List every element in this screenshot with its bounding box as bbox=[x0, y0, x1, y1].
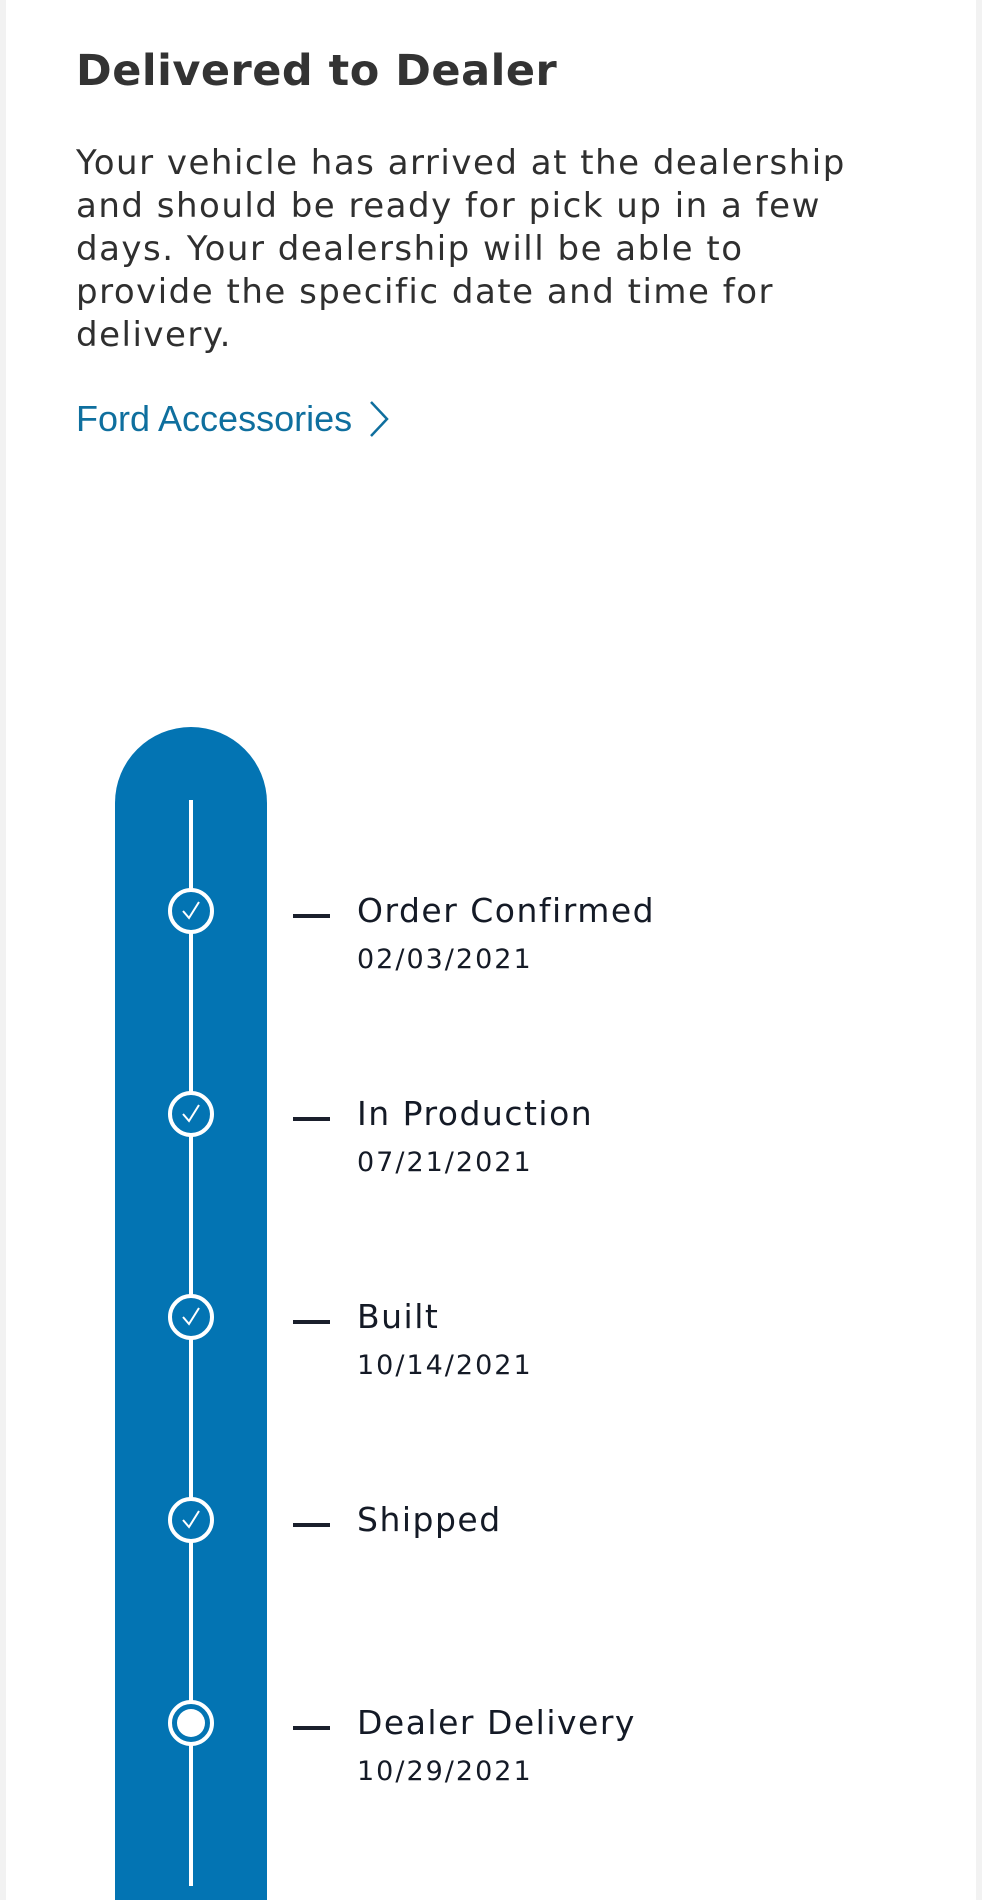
step-date-dealer-delivery: 10/29/2021 bbox=[357, 1756, 533, 1787]
progress-tracker-line bbox=[189, 800, 193, 1886]
check-circle-icon bbox=[168, 888, 214, 934]
order-status-page: Delivered to Dealer Your vehicle has arr… bbox=[6, 0, 976, 1900]
step-dash bbox=[293, 1523, 330, 1527]
ford-accessories-link[interactable]: Ford Accessories bbox=[76, 398, 390, 440]
step-label-in-production: In Production bbox=[357, 1094, 594, 1133]
step-dash bbox=[293, 1726, 330, 1730]
step-label-dealer-delivery: Dealer Delivery bbox=[357, 1703, 636, 1742]
current-step-icon bbox=[168, 1700, 214, 1746]
chevron-right-icon bbox=[370, 401, 389, 437]
step-label-order-confirmed: Order Confirmed bbox=[357, 891, 656, 930]
check-circle-icon bbox=[168, 1091, 214, 1137]
check-circle-icon bbox=[168, 1294, 214, 1340]
check-circle-icon bbox=[168, 1497, 214, 1543]
step-date-in-production: 07/21/2021 bbox=[357, 1147, 533, 1178]
step-label-built: Built bbox=[357, 1297, 440, 1336]
step-dash bbox=[293, 1320, 330, 1324]
status-description: Your vehicle has arrived at the dealersh… bbox=[76, 143, 846, 355]
step-dash bbox=[293, 914, 330, 918]
step-date-built: 10/14/2021 bbox=[357, 1350, 533, 1381]
page-title: Delivered to Dealer bbox=[76, 46, 558, 96]
ford-accessories-link-label: Ford Accessories bbox=[76, 398, 353, 439]
step-date-order-confirmed: 02/03/2021 bbox=[357, 944, 533, 975]
step-dash bbox=[293, 1117, 330, 1121]
step-label-shipped: Shipped bbox=[357, 1500, 502, 1539]
